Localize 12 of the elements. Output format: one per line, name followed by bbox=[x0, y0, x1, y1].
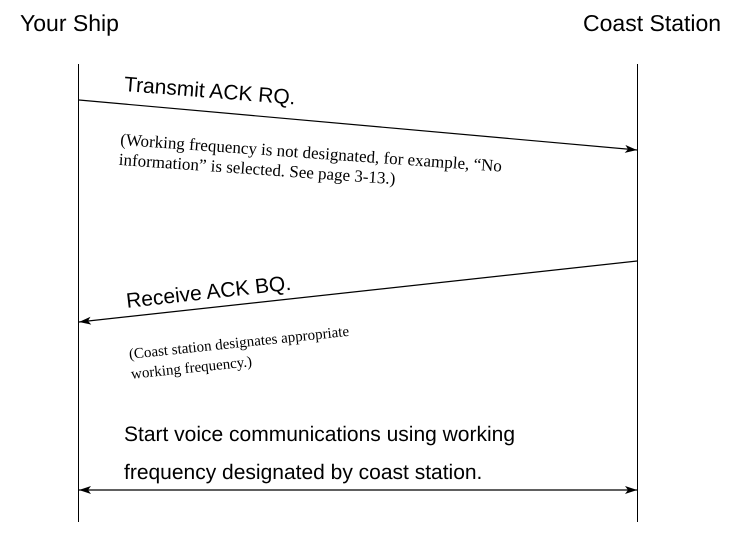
message-label: Receive ACK BQ. bbox=[125, 272, 292, 314]
message-label: Start voice communications using working frequency designated by coast station. bbox=[124, 422, 516, 486]
message-label: Transmit ACK RQ. bbox=[123, 73, 296, 110]
note-text: (Working frequency is not designated, for example, “No information” is selected. See page 3-13.) bbox=[118, 130, 504, 190]
note-text: (Coast station designates appropriate working frequency.) bbox=[128, 322, 351, 385]
participant-label: Your Ship bbox=[20, 10, 119, 37]
arrow bbox=[79, 486, 637, 494]
arrow bbox=[78, 99, 638, 153]
participant-label: Coast Station bbox=[583, 10, 722, 37]
lifeline bbox=[78, 64, 79, 522]
lifeline bbox=[637, 64, 638, 522]
arrow bbox=[78, 260, 638, 325]
